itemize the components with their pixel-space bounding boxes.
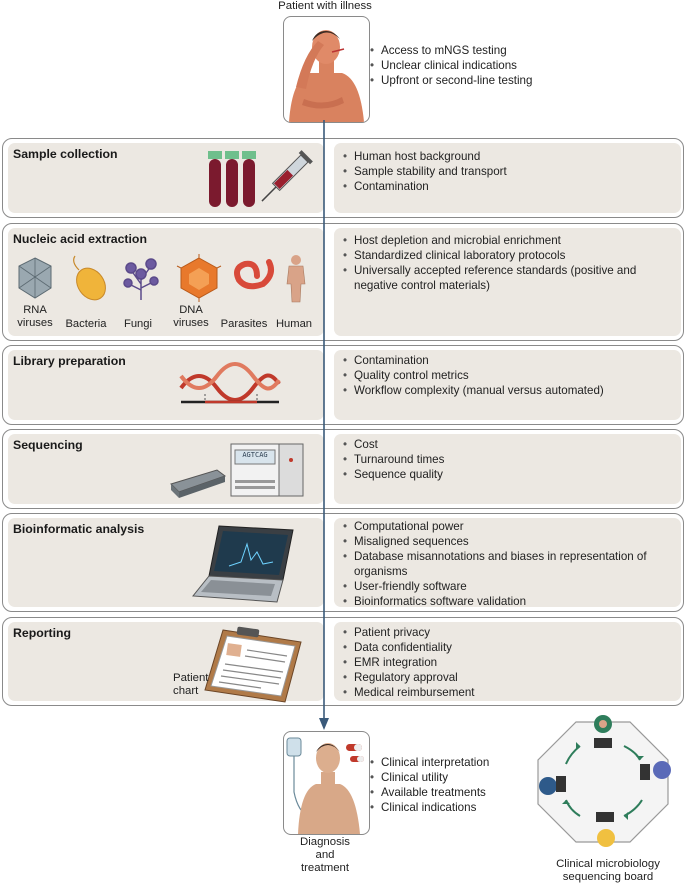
laptop-icon — [192, 525, 294, 603]
board-member-icon — [594, 715, 612, 748]
patient-label: Patient with illness — [278, 0, 372, 12]
board-label: Clinical microbiology sequencing board — [556, 858, 660, 883]
bullet: Available treatments — [370, 785, 530, 800]
workflow-arrow — [319, 120, 329, 730]
organism-icons — [18, 254, 306, 303]
organism-label: Parasites — [220, 318, 268, 330]
blood-tubes-syringe-icon — [208, 150, 313, 207]
organism-label: RNA viruses — [17, 304, 53, 329]
rna-virus-icon — [18, 257, 52, 299]
bullet: EMR integration — [343, 655, 673, 670]
treated-patient-icon — [286, 737, 364, 834]
human-body-icon — [286, 255, 306, 303]
step-nucleic-acid-extraction: Nucleic acid extraction — [2, 223, 684, 341]
bacteria-icon — [73, 255, 106, 301]
step-bullets: Human host background Sample stability a… — [343, 149, 673, 194]
bullet: Contamination — [343, 179, 673, 194]
bullet: Contamination — [343, 353, 673, 368]
bullet: Upfront or second-line testing — [370, 73, 670, 88]
sequencing-machine-icon — [230, 443, 304, 497]
step-bullets: Cost Turnaround times Sequence quality — [343, 437, 673, 482]
sequencing-board-icon — [537, 715, 671, 847]
step-bullets: Contamination Quality control metrics Wo… — [343, 353, 673, 398]
step-bullets: Computational power Misaligned sequences… — [343, 519, 673, 609]
organism-label: Fungi — [124, 318, 152, 330]
bullet: Bioinformatics software validation — [343, 594, 673, 609]
step-title: Bioinformatic analysis — [13, 522, 145, 536]
bullet: Misaligned sequences — [343, 534, 673, 549]
bullet: Workflow complexity (manual versus autom… — [343, 383, 673, 398]
diagnosis-figure — [283, 731, 370, 835]
parasite-icon — [234, 259, 274, 290]
bullet: Clinical utility — [370, 770, 530, 785]
bullet: Medical reimbursement — [343, 685, 673, 700]
bullet: Sequence quality — [343, 467, 673, 482]
bullet: Patient privacy — [343, 625, 673, 640]
fungi-icon — [123, 258, 159, 300]
step-bullets: Patient privacy Data confidentiality EMR… — [343, 625, 673, 700]
bullet: Sample stability and transport — [343, 164, 673, 179]
step-title: Sample collection — [13, 147, 118, 161]
step-title: Nucleic acid extraction — [13, 232, 147, 246]
diagnosis-label: Diagnosis and treatment — [270, 836, 380, 875]
step-sample-collection: Sample collection Human host background … — [2, 138, 684, 218]
step-sequencing: Sequencing AGTCAG Cost Turnaround times … — [2, 429, 684, 509]
bullet: Regulatory approval — [343, 670, 673, 685]
bullet: Clinical indications — [370, 800, 530, 815]
organism-label: Human — [275, 318, 313, 330]
bullet: Data confidentiality — [343, 640, 673, 655]
flow-cell-icon — [170, 469, 227, 498]
sick-patient-icon — [289, 30, 364, 122]
bullet: Standardized clinical laboratory protoco… — [343, 248, 673, 263]
diagnosis-label-text: Diagnosis and treatment — [299, 836, 351, 874]
step-reporting: Reporting Patient chart Patient privacy … — [2, 617, 684, 706]
pill-icon — [346, 744, 362, 751]
bullet: User-friendly software — [343, 579, 673, 594]
diagnosis-bullets: Clinical interpretation Clinical utility… — [370, 755, 530, 815]
step-title: Library preparation — [13, 354, 126, 368]
dna-library-icon — [179, 362, 281, 404]
bullet: Cost — [343, 437, 673, 452]
bullet: Clinical interpretation — [370, 755, 530, 770]
sequencer-screen-text: AGTCAG — [242, 451, 268, 459]
bullet: Unclear clinical indications — [370, 58, 670, 73]
patient-chart-label: Patient chart — [173, 672, 209, 697]
step-bullets: Host depletion and microbial enrichment … — [343, 233, 673, 293]
clipboard-report-icon — [204, 626, 302, 703]
step-title: Reporting — [13, 626, 72, 640]
step-title: Sequencing — [13, 438, 83, 452]
sequencer-icon — [170, 443, 304, 498]
bullet: Human host background — [343, 149, 673, 164]
bullet: Computational power — [343, 519, 673, 534]
bullet: Database misannotations and biases in re… — [343, 549, 673, 579]
bullet: Turnaround times — [343, 452, 673, 467]
patient-figure — [283, 16, 370, 123]
step-bioinformatic-analysis: Bioinformatic analysis Computational pow… — [2, 513, 684, 612]
dna-virus-icon — [176, 254, 222, 302]
step-library-preparation: Library preparation Contamination Qualit… — [2, 345, 684, 425]
patient-bullets: Access to mNGS testing Unclear clinical … — [370, 43, 670, 88]
organism-label: DNA viruses — [173, 304, 209, 329]
bullet: Universally accepted reference standards… — [343, 263, 673, 293]
bullet: Quality control metrics — [343, 368, 673, 383]
bullet: Host depletion and microbial enrichment — [343, 233, 673, 248]
bullet: Access to mNGS testing — [370, 43, 670, 58]
organism-label: Bacteria — [65, 318, 107, 330]
